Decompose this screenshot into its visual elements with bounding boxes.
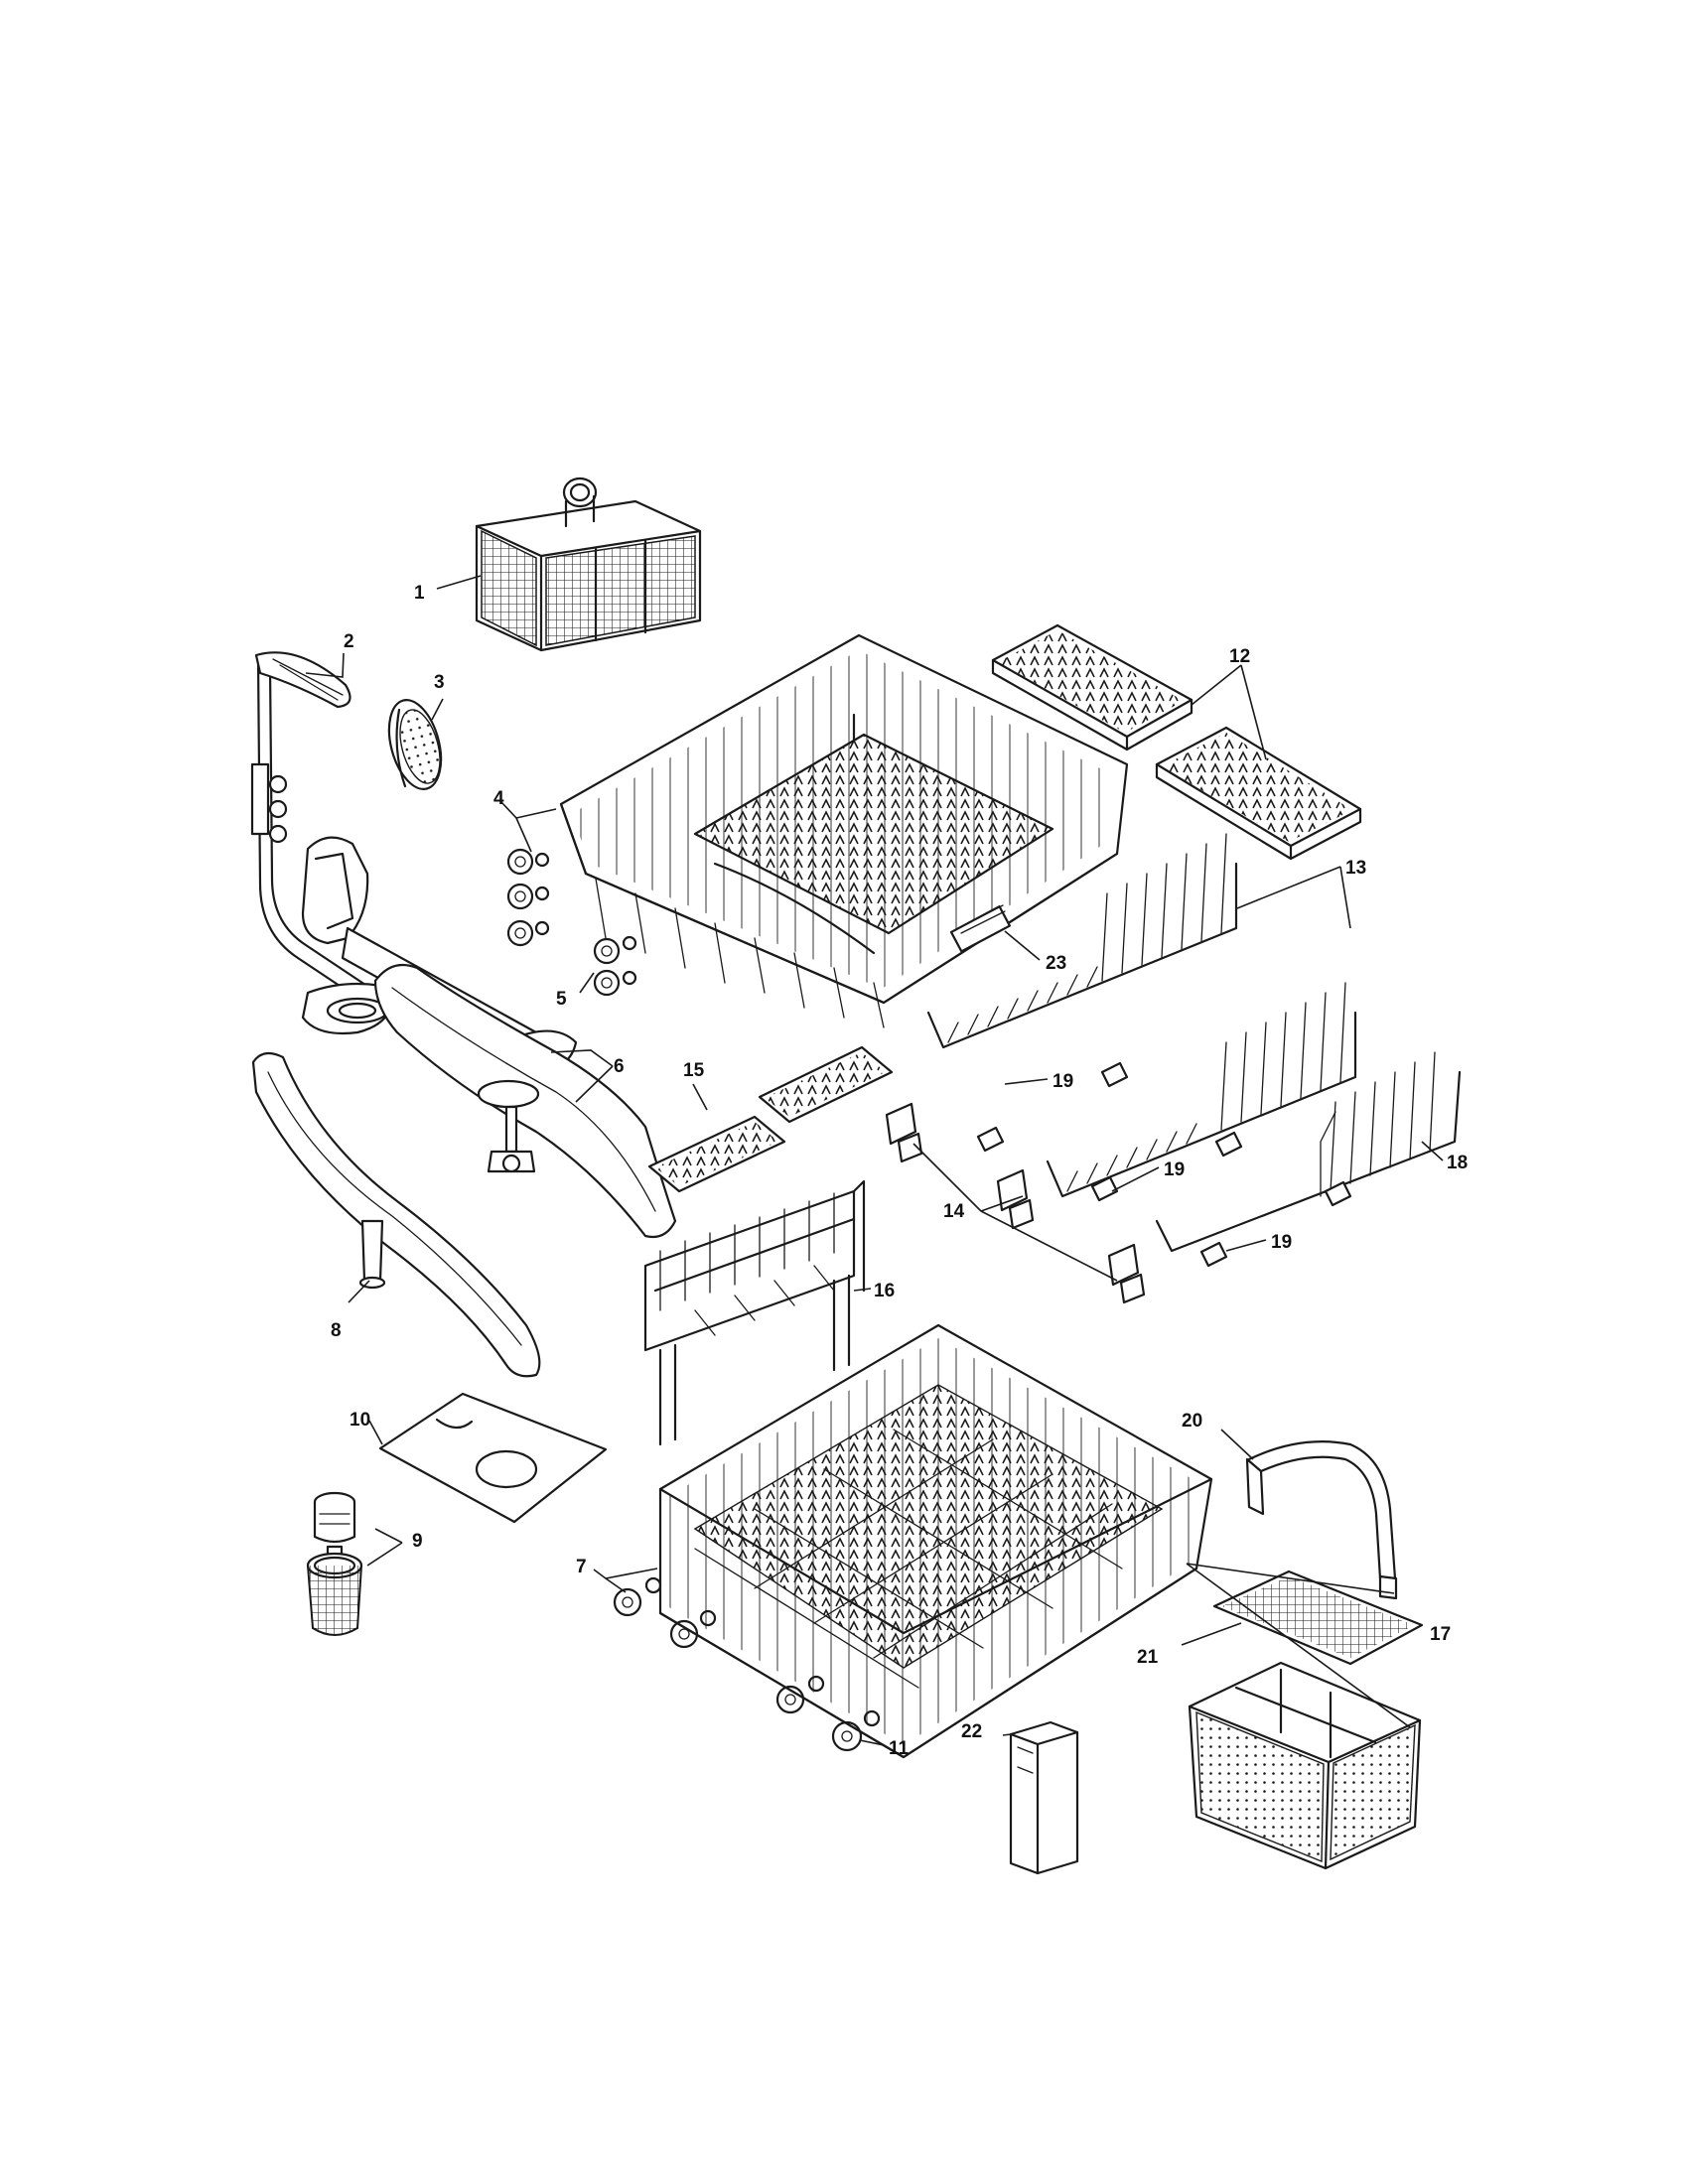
part-13-tine-rows (926, 833, 1357, 1198)
part-20-basket-handle (1245, 1440, 1398, 1600)
callout-19c: 19 (1271, 1232, 1292, 1253)
part-7-lower-rack-wheels (613, 1576, 717, 1649)
callout-20: 20 (1182, 1411, 1202, 1432)
callout-8: 8 (331, 1320, 342, 1341)
callout-17: 17 (1430, 1624, 1451, 1645)
callout-11: 11 (889, 1738, 910, 1759)
callout-16: 16 (874, 1281, 895, 1301)
callout-15: 15 (683, 1060, 705, 1081)
part-21-basket-lid (1212, 1570, 1424, 1666)
callout-labels: 1 2 3 4 5 6 7 8 9 10 11 12 13 14 15 16 1… (331, 583, 1468, 1759)
callout-22: 22 (961, 1721, 982, 1742)
part-18-tine-row (1155, 1051, 1462, 1253)
callout-7: 7 (576, 1557, 587, 1577)
callout-23: 23 (1046, 953, 1066, 974)
part-9-filter-assembly (306, 1491, 363, 1636)
callout-1: 1 (414, 583, 425, 604)
callout-14: 14 (943, 1201, 965, 1222)
callout-19a: 19 (1052, 1071, 1073, 1092)
callout-6: 6 (614, 1056, 625, 1077)
part-8-lower-spray-arm (251, 1051, 541, 1378)
upper-dish-rack (559, 633, 1129, 1028)
leader-lines (305, 575, 1444, 1746)
part-5-upper-rack-wheels (593, 935, 637, 997)
part-14-rack-adjusters (885, 1102, 1146, 1304)
part-12-cup-rack-shelves (991, 623, 1362, 861)
part-10-cover-plate (378, 1392, 608, 1524)
callout-19b: 19 (1164, 1160, 1185, 1180)
callout-3: 3 (434, 672, 445, 693)
part-4-upper-rack-wheels (506, 848, 550, 947)
part-2-upper-spray-tube (250, 651, 394, 1035)
part-15-cup-shelves (647, 1045, 894, 1193)
callout-13: 13 (1345, 858, 1366, 879)
callout-12: 12 (1229, 646, 1250, 667)
part-19-clips (976, 1061, 1352, 1268)
callout-9: 9 (412, 1531, 423, 1552)
callout-18: 18 (1447, 1153, 1468, 1173)
callout-10: 10 (350, 1410, 370, 1431)
part-1-cutlery-basket (475, 477, 702, 652)
callout-2: 2 (344, 631, 354, 652)
part-16-folding-tine-rack (643, 1179, 866, 1446)
part-3-filter-disc (387, 699, 443, 790)
part-22-utensil-tube (1009, 1720, 1079, 1875)
callout-5: 5 (556, 989, 567, 1010)
part-17-cutlery-basket (1188, 1661, 1422, 1870)
callout-4: 4 (493, 788, 504, 809)
lower-dish-rack (658, 1323, 1213, 1759)
part-6-middle-spray-arm (301, 836, 677, 1239)
callout-21: 21 (1137, 1647, 1159, 1668)
